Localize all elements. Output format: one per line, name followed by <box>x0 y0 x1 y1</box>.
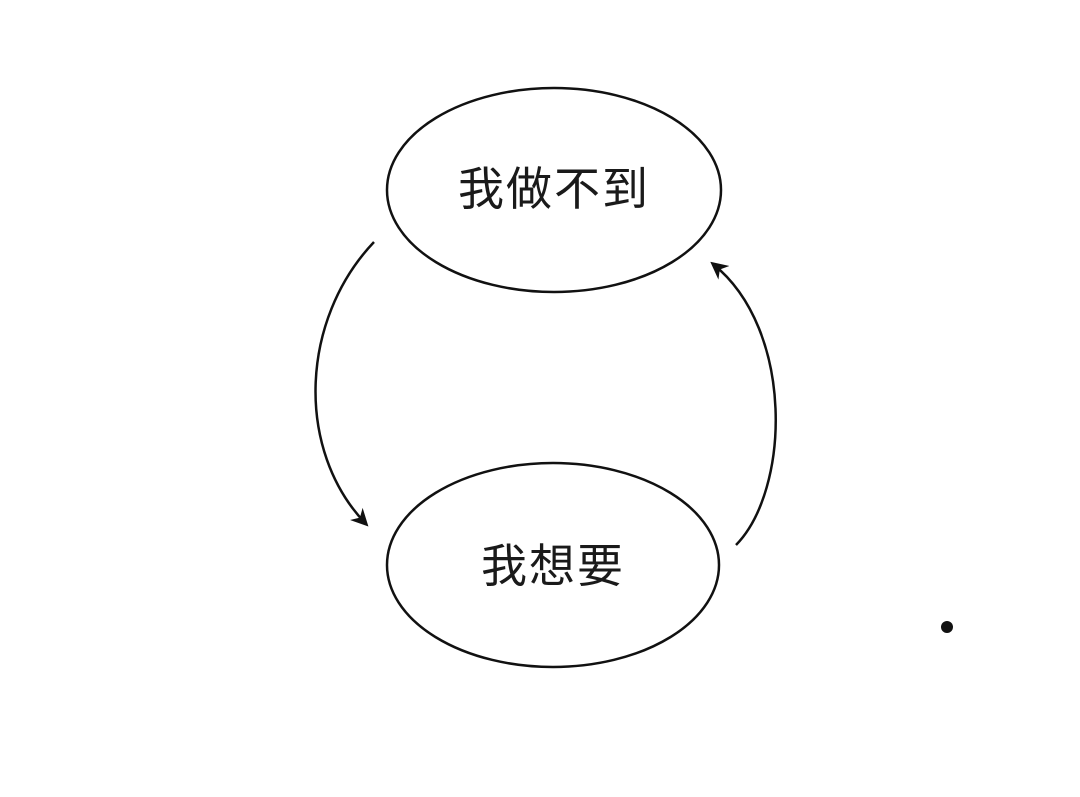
edge-top-to-bottom-arrow <box>314 241 375 527</box>
dot-mark <box>941 621 953 633</box>
node-top-label: 我做不到 <box>458 162 650 216</box>
node-bottom: 我想要 <box>385 461 721 669</box>
node-bottom-ellipse <box>385 461 721 669</box>
node-bottom-label: 我想要 <box>481 539 625 593</box>
edge-bottom-to-top-arrow <box>710 261 777 546</box>
node-top: 我做不到 <box>385 86 723 294</box>
node-top-ellipse <box>385 86 723 294</box>
